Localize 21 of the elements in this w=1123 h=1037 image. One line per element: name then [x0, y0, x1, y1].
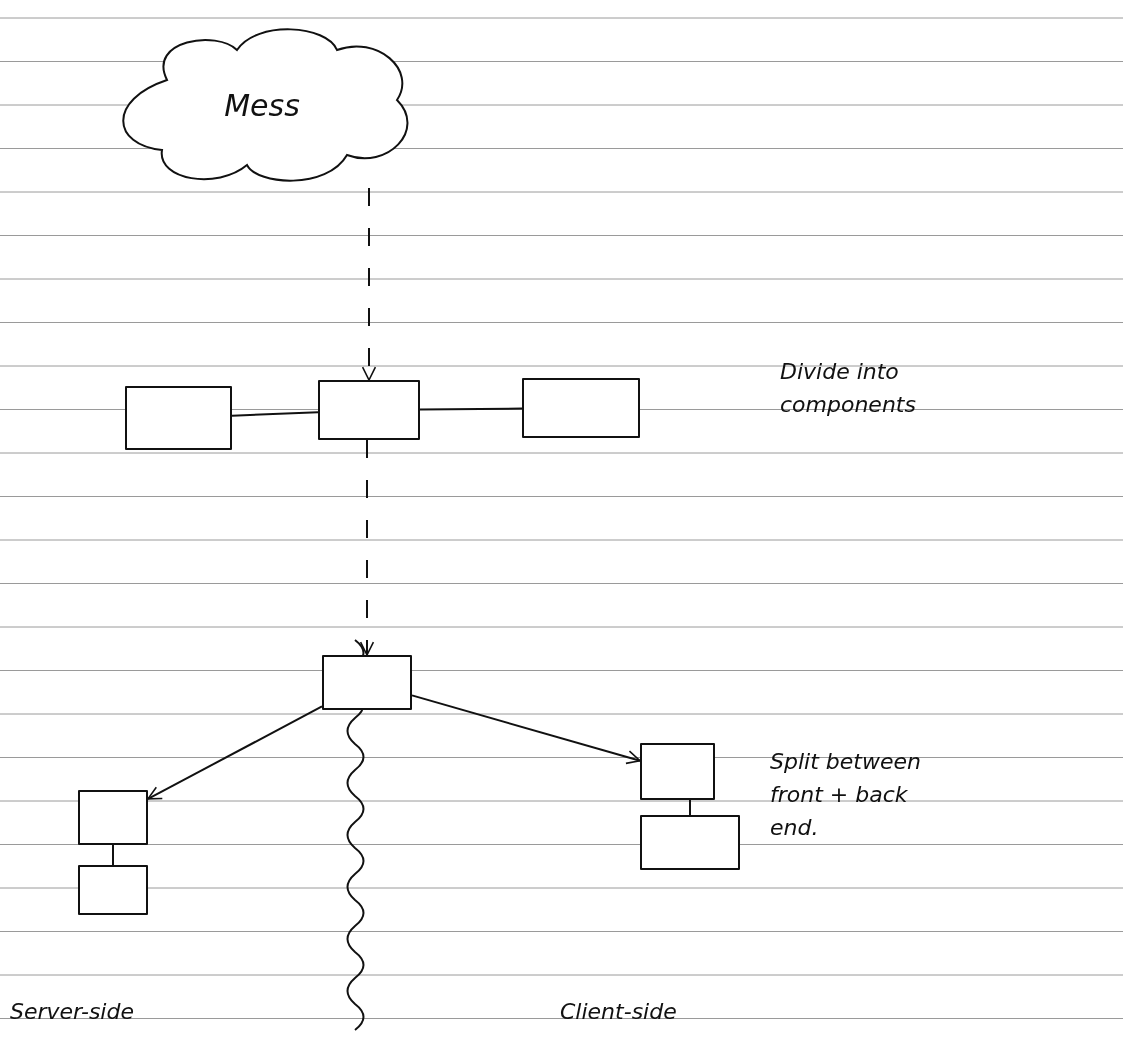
arrow	[411, 694, 641, 765]
component-box	[78, 865, 148, 915]
component-box	[318, 380, 420, 440]
note-text: Client-side	[560, 998, 678, 1026]
connector-line	[231, 411, 319, 417]
connector-line	[419, 407, 523, 411]
component-box	[78, 790, 148, 845]
note-text: Divide into components	[780, 358, 917, 419]
component-box	[322, 655, 412, 710]
connector-line	[112, 844, 114, 866]
component-box	[640, 815, 740, 870]
connector-line	[689, 799, 691, 816]
note-text: Server-side	[10, 998, 135, 1026]
arrow	[359, 439, 375, 656]
component-box	[125, 386, 232, 450]
arrow	[361, 187, 377, 381]
component-box	[640, 743, 715, 800]
arrow	[147, 705, 323, 800]
component-box	[522, 378, 640, 438]
node-label: Mess	[224, 87, 300, 123]
note-text: Split between front + back end.	[770, 748, 922, 842]
